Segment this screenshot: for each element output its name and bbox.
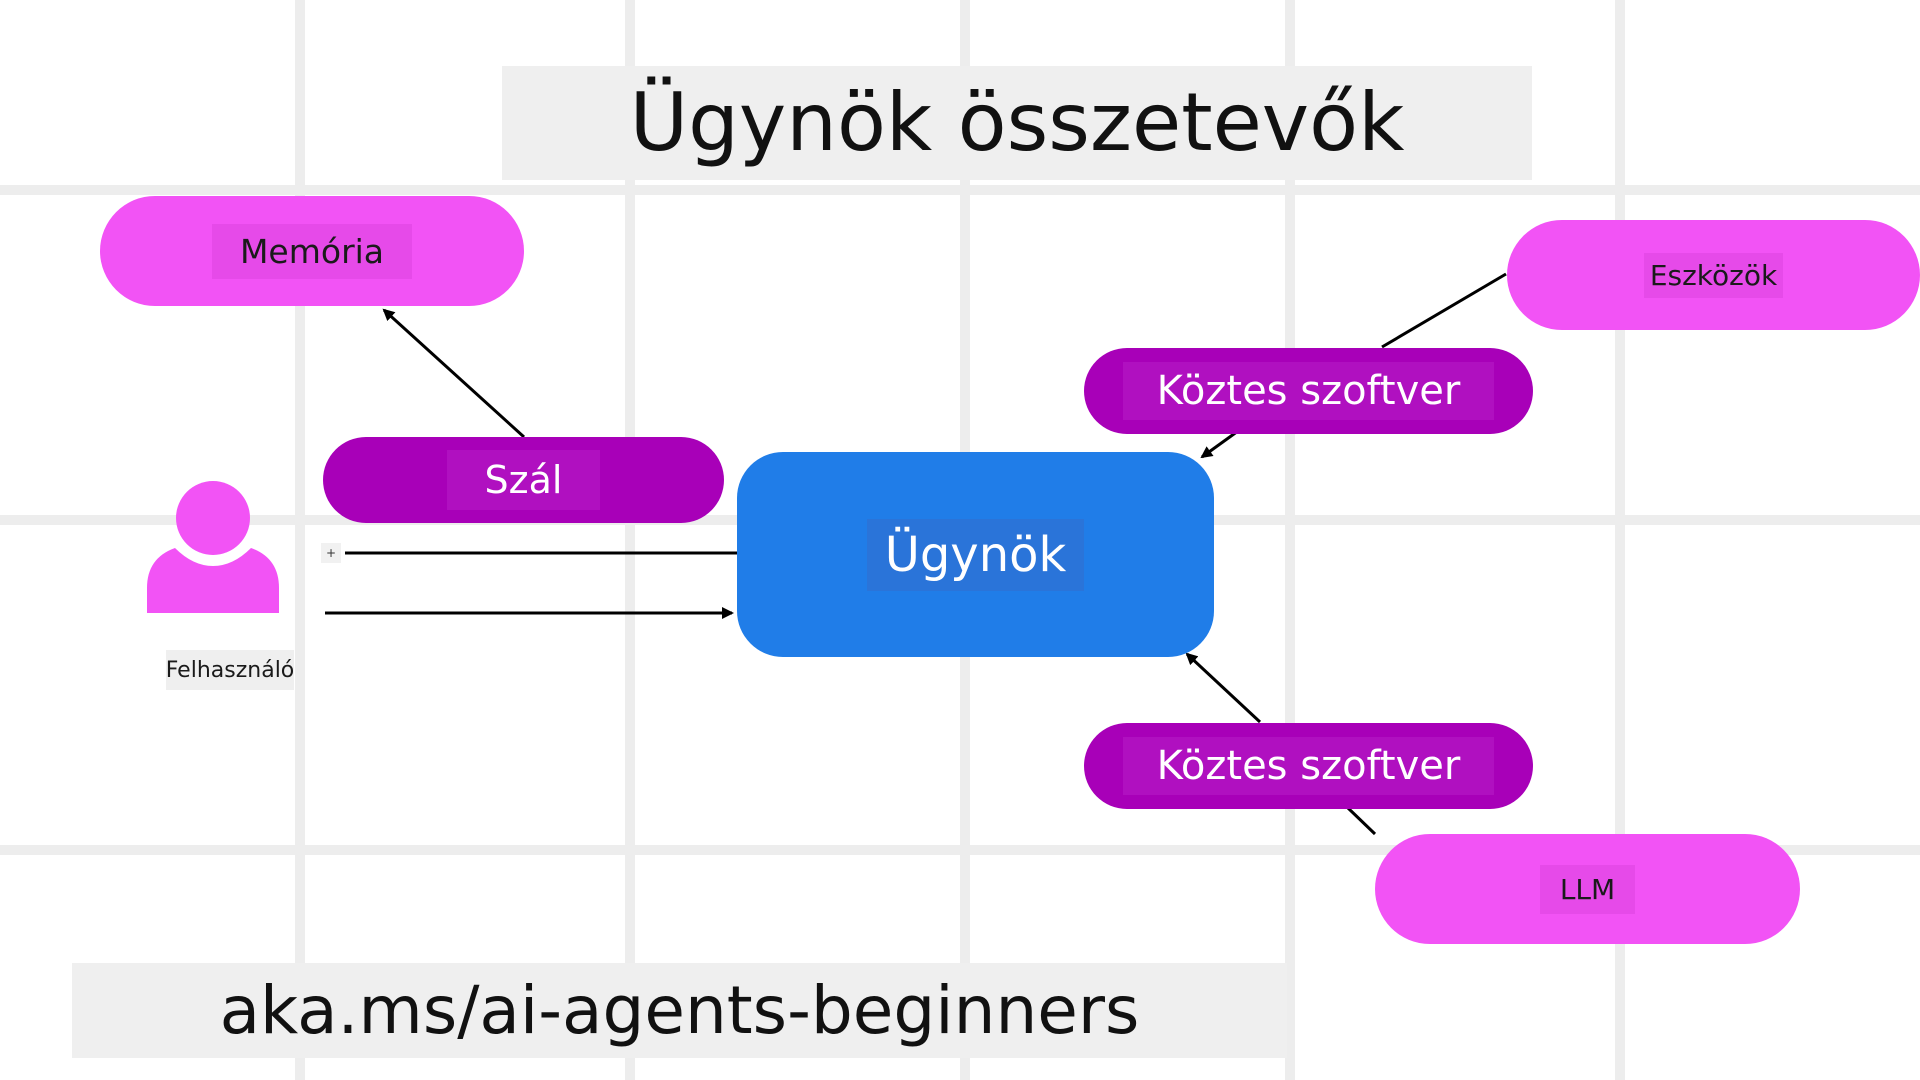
user-label: Felhasználó [166, 650, 294, 690]
tools-label: Eszközök [1643, 252, 1784, 298]
footer-banner: aka.ms/ai-agents-beginners [72, 963, 1287, 1058]
middleware-top-label: Köztes szoftver [1122, 362, 1495, 420]
middleware-bottom-node: Köztes szoftver [1084, 723, 1533, 809]
tools-to-middleware-line [1381, 272, 1507, 349]
title-banner: Ügynök összetevők [502, 66, 1532, 180]
thread-node: Szál [323, 437, 724, 523]
grid-line [1615, 0, 1625, 1080]
agent-label: Ügynök [866, 518, 1085, 591]
footer-link[interactable]: aka.ms/ai-agents-beginners [219, 971, 1140, 1049]
small-marker: + [321, 543, 341, 563]
grid-line [625, 0, 635, 1080]
grid-line [0, 845, 1920, 855]
thread-to-memory-arrow [382, 308, 526, 439]
middleware-to-agent-bottom-arrow [1185, 652, 1262, 724]
llm-label: LLM [1539, 864, 1636, 914]
middleware-bottom-label: Köztes szoftver [1122, 737, 1495, 795]
llm-to-middleware-line [1346, 806, 1377, 836]
thread-label: Szál [446, 450, 601, 510]
user-icon [147, 481, 279, 613]
middleware-top-node: Köztes szoftver [1084, 348, 1533, 434]
tools-node: Eszközök [1507, 220, 1920, 330]
agent-node: Ügynök [737, 452, 1214, 657]
memory-label: Memória [211, 223, 413, 279]
memory-node: Memória [100, 196, 524, 306]
grid-line [0, 185, 1920, 195]
grid-line [1285, 0, 1295, 1080]
grid-line [295, 0, 305, 1080]
llm-node: LLM [1375, 834, 1800, 944]
diagram-title: Ügynök összetevők [629, 76, 1405, 169]
